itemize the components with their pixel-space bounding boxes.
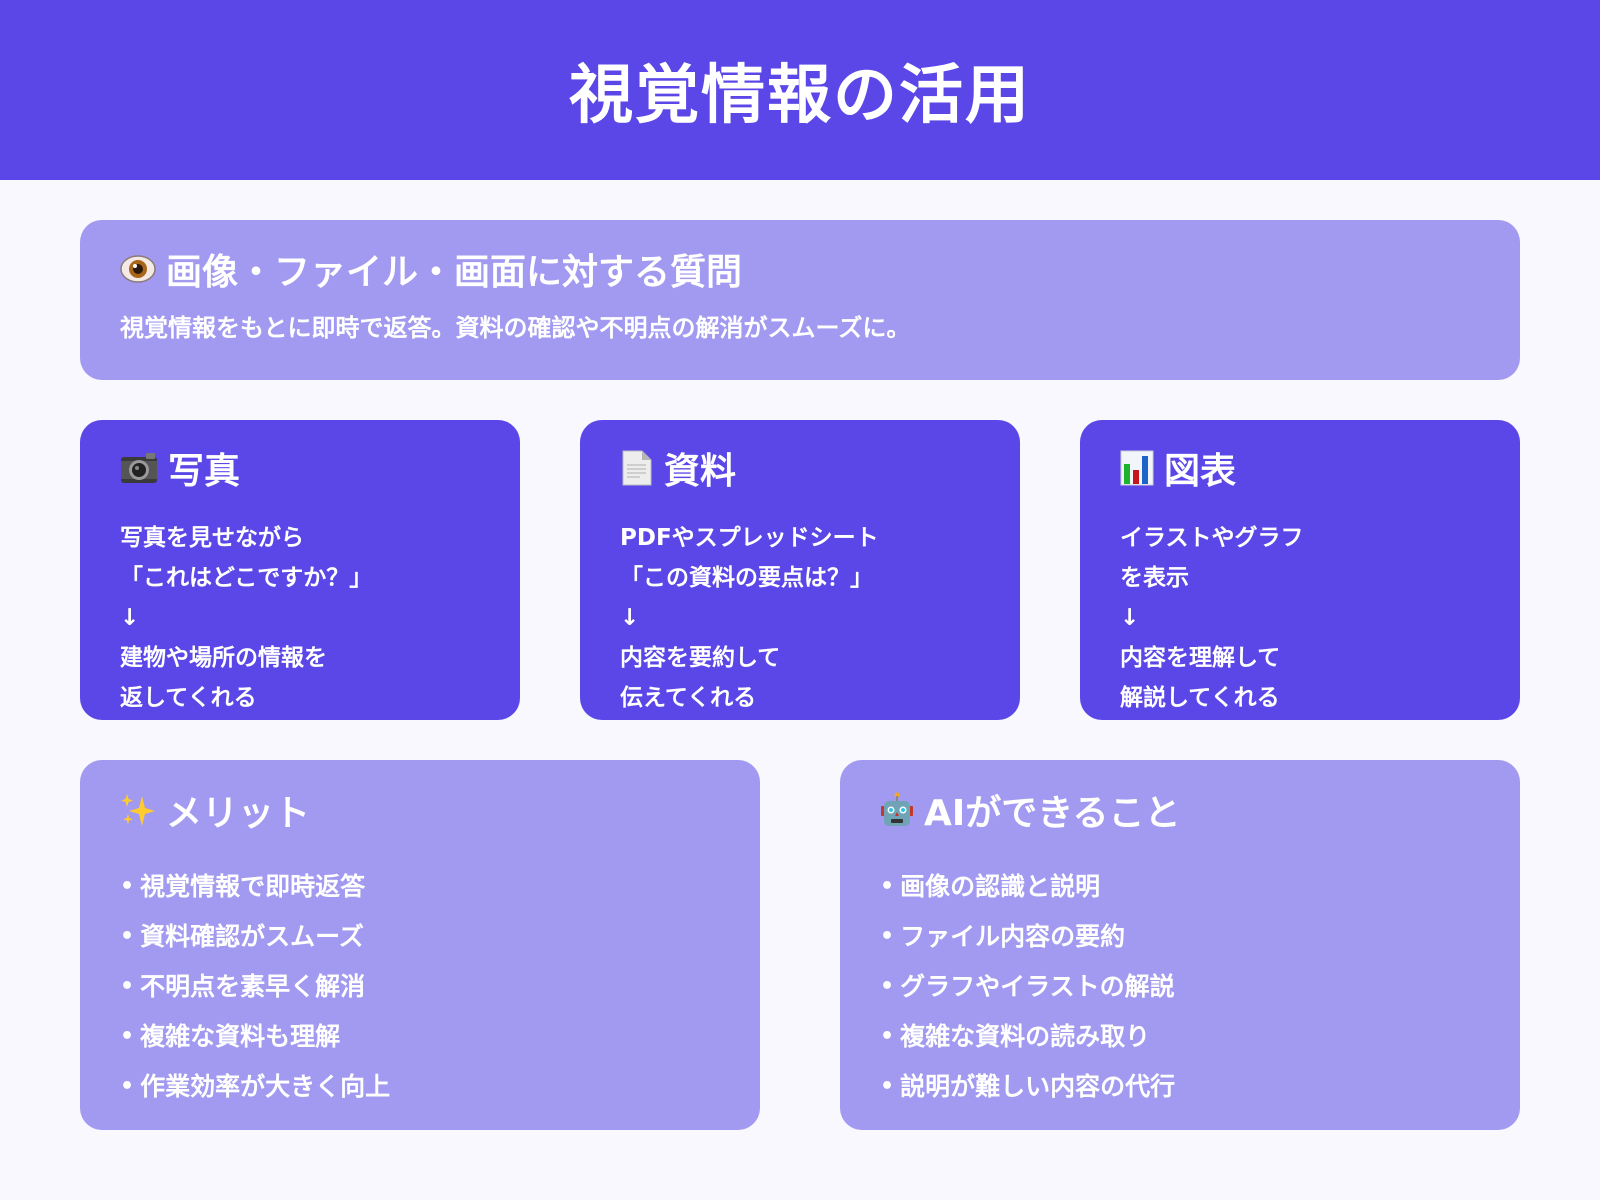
feature-line: 「この資料の要点は？」	[620, 565, 873, 591]
bullet-icon: •	[120, 874, 135, 899]
feature-lines: イラストやグラフ を表示 ↓ 内容を理解して 解説してくれる	[1120, 518, 1480, 718]
hero-description: 視覚情報をもとに即時で返答。資料の確認や不明点の解消がスムーズに。	[120, 314, 911, 342]
feature-line: 内容を理解して	[1120, 645, 1281, 671]
page-header: 視覚情報の活用	[0, 0, 1600, 180]
list-item: •グラフやイラストの解説	[880, 962, 1480, 1012]
list-item: •資料確認がスムーズ	[120, 912, 720, 962]
down-arrow-icon: ↓	[120, 605, 140, 631]
feature-line: イラストやグラフ	[1120, 525, 1304, 551]
bullet-icon: •	[880, 924, 895, 949]
robot-icon	[880, 792, 914, 828]
bar-chart-icon	[1120, 450, 1154, 486]
feature-title-row: 資料	[620, 444, 980, 492]
feature-title: 写真	[168, 451, 241, 492]
feature-card-document: 資料 PDFやスプレッドシート 「この資料の要点は？」 ↓ 内容を要約して 伝え…	[580, 420, 1020, 720]
feature-lines: 写真を見せながら 「これはどこですか？」 ↓ 建物や場所の情報を 返してくれる	[120, 518, 480, 718]
bullet-icon: •	[120, 1024, 135, 1049]
feature-title: 資料	[664, 451, 737, 492]
feature-title-row: 写真	[120, 444, 480, 492]
feature-title-row: 図表	[1120, 444, 1480, 492]
down-arrow-icon: ↓	[620, 605, 640, 631]
list-item: •複雑な資料の読み取り	[880, 1012, 1480, 1062]
feature-line: 「これはどこですか？」	[120, 565, 373, 591]
bullet-icon: •	[120, 1074, 135, 1099]
bullet-icon: •	[880, 874, 895, 899]
capabilities-title: AIができること	[924, 793, 1181, 834]
document-icon	[620, 450, 654, 486]
list-item: •作業効率が大きく向上	[120, 1062, 720, 1112]
feature-line: 返してくれる	[120, 685, 257, 711]
hero-card: 画像・ファイル・画面に対する質問 視覚情報をもとに即時で返答。資料の確認や不明点…	[80, 220, 1520, 380]
capabilities-title-row: AIができること	[880, 786, 1480, 834]
list-item: •不明点を素早く解消	[120, 962, 720, 1012]
eye-icon	[120, 254, 156, 284]
merits-title: メリット	[166, 793, 311, 834]
page-title: 視覚情報の活用	[569, 59, 1031, 133]
merits-list: •視覚情報で即時返答 •資料確認がスムーズ •不明点を素早く解消 •複雑な資料も…	[120, 862, 720, 1112]
feature-lines: PDFやスプレッドシート 「この資料の要点は？」 ↓ 内容を要約して 伝えてくれ…	[620, 518, 980, 718]
bullet-icon: •	[880, 1074, 895, 1099]
down-arrow-icon: ↓	[1120, 605, 1140, 631]
feature-line: 解説してくれる	[1120, 685, 1280, 711]
bullet-icon: •	[120, 924, 135, 949]
bullet-icon: •	[880, 974, 895, 999]
feature-line: 伝えてくれる	[620, 685, 757, 711]
feature-card-chart: 図表 イラストやグラフ を表示 ↓ 内容を理解して 解説してくれる	[1080, 420, 1520, 720]
capabilities-card: AIができること •画像の認識と説明 •ファイル内容の要約 •グラフやイラストの…	[840, 760, 1520, 1130]
feature-line: 写真を見せながら	[120, 525, 304, 551]
feature-line: 内容を要約して	[620, 645, 781, 671]
list-item: •複雑な資料も理解	[120, 1012, 720, 1062]
list-item: •視覚情報で即時返答	[120, 862, 720, 912]
hero-title: 画像・ファイル・画面に対する質問	[166, 252, 743, 293]
capabilities-list: •画像の認識と説明 •ファイル内容の要約 •グラフやイラストの解説 •複雑な資料…	[880, 862, 1480, 1112]
feature-line: PDFやスプレッドシート	[620, 525, 879, 551]
list-item: •ファイル内容の要約	[880, 912, 1480, 962]
feature-line: 建物や場所の情報を	[120, 645, 327, 671]
feature-title: 図表	[1164, 451, 1237, 492]
merits-title-row: メリット	[120, 786, 720, 834]
hero-title-row: 画像・ファイル・画面に対する質問	[120, 246, 1480, 293]
bullet-icon: •	[880, 1024, 895, 1049]
merits-card: メリット •視覚情報で即時返答 •資料確認がスムーズ •不明点を素早く解消 •複…	[80, 760, 760, 1130]
feature-card-photo: 写真 写真を見せながら 「これはどこですか？」 ↓ 建物や場所の情報を 返してく…	[80, 420, 520, 720]
feature-line: を表示	[1120, 565, 1189, 591]
list-item: •説明が難しい内容の代行	[880, 1062, 1480, 1112]
list-item: •画像の認識と説明	[880, 862, 1480, 912]
bullet-icon: •	[120, 974, 135, 999]
sparkles-icon	[120, 792, 156, 828]
camera-icon	[120, 451, 158, 485]
